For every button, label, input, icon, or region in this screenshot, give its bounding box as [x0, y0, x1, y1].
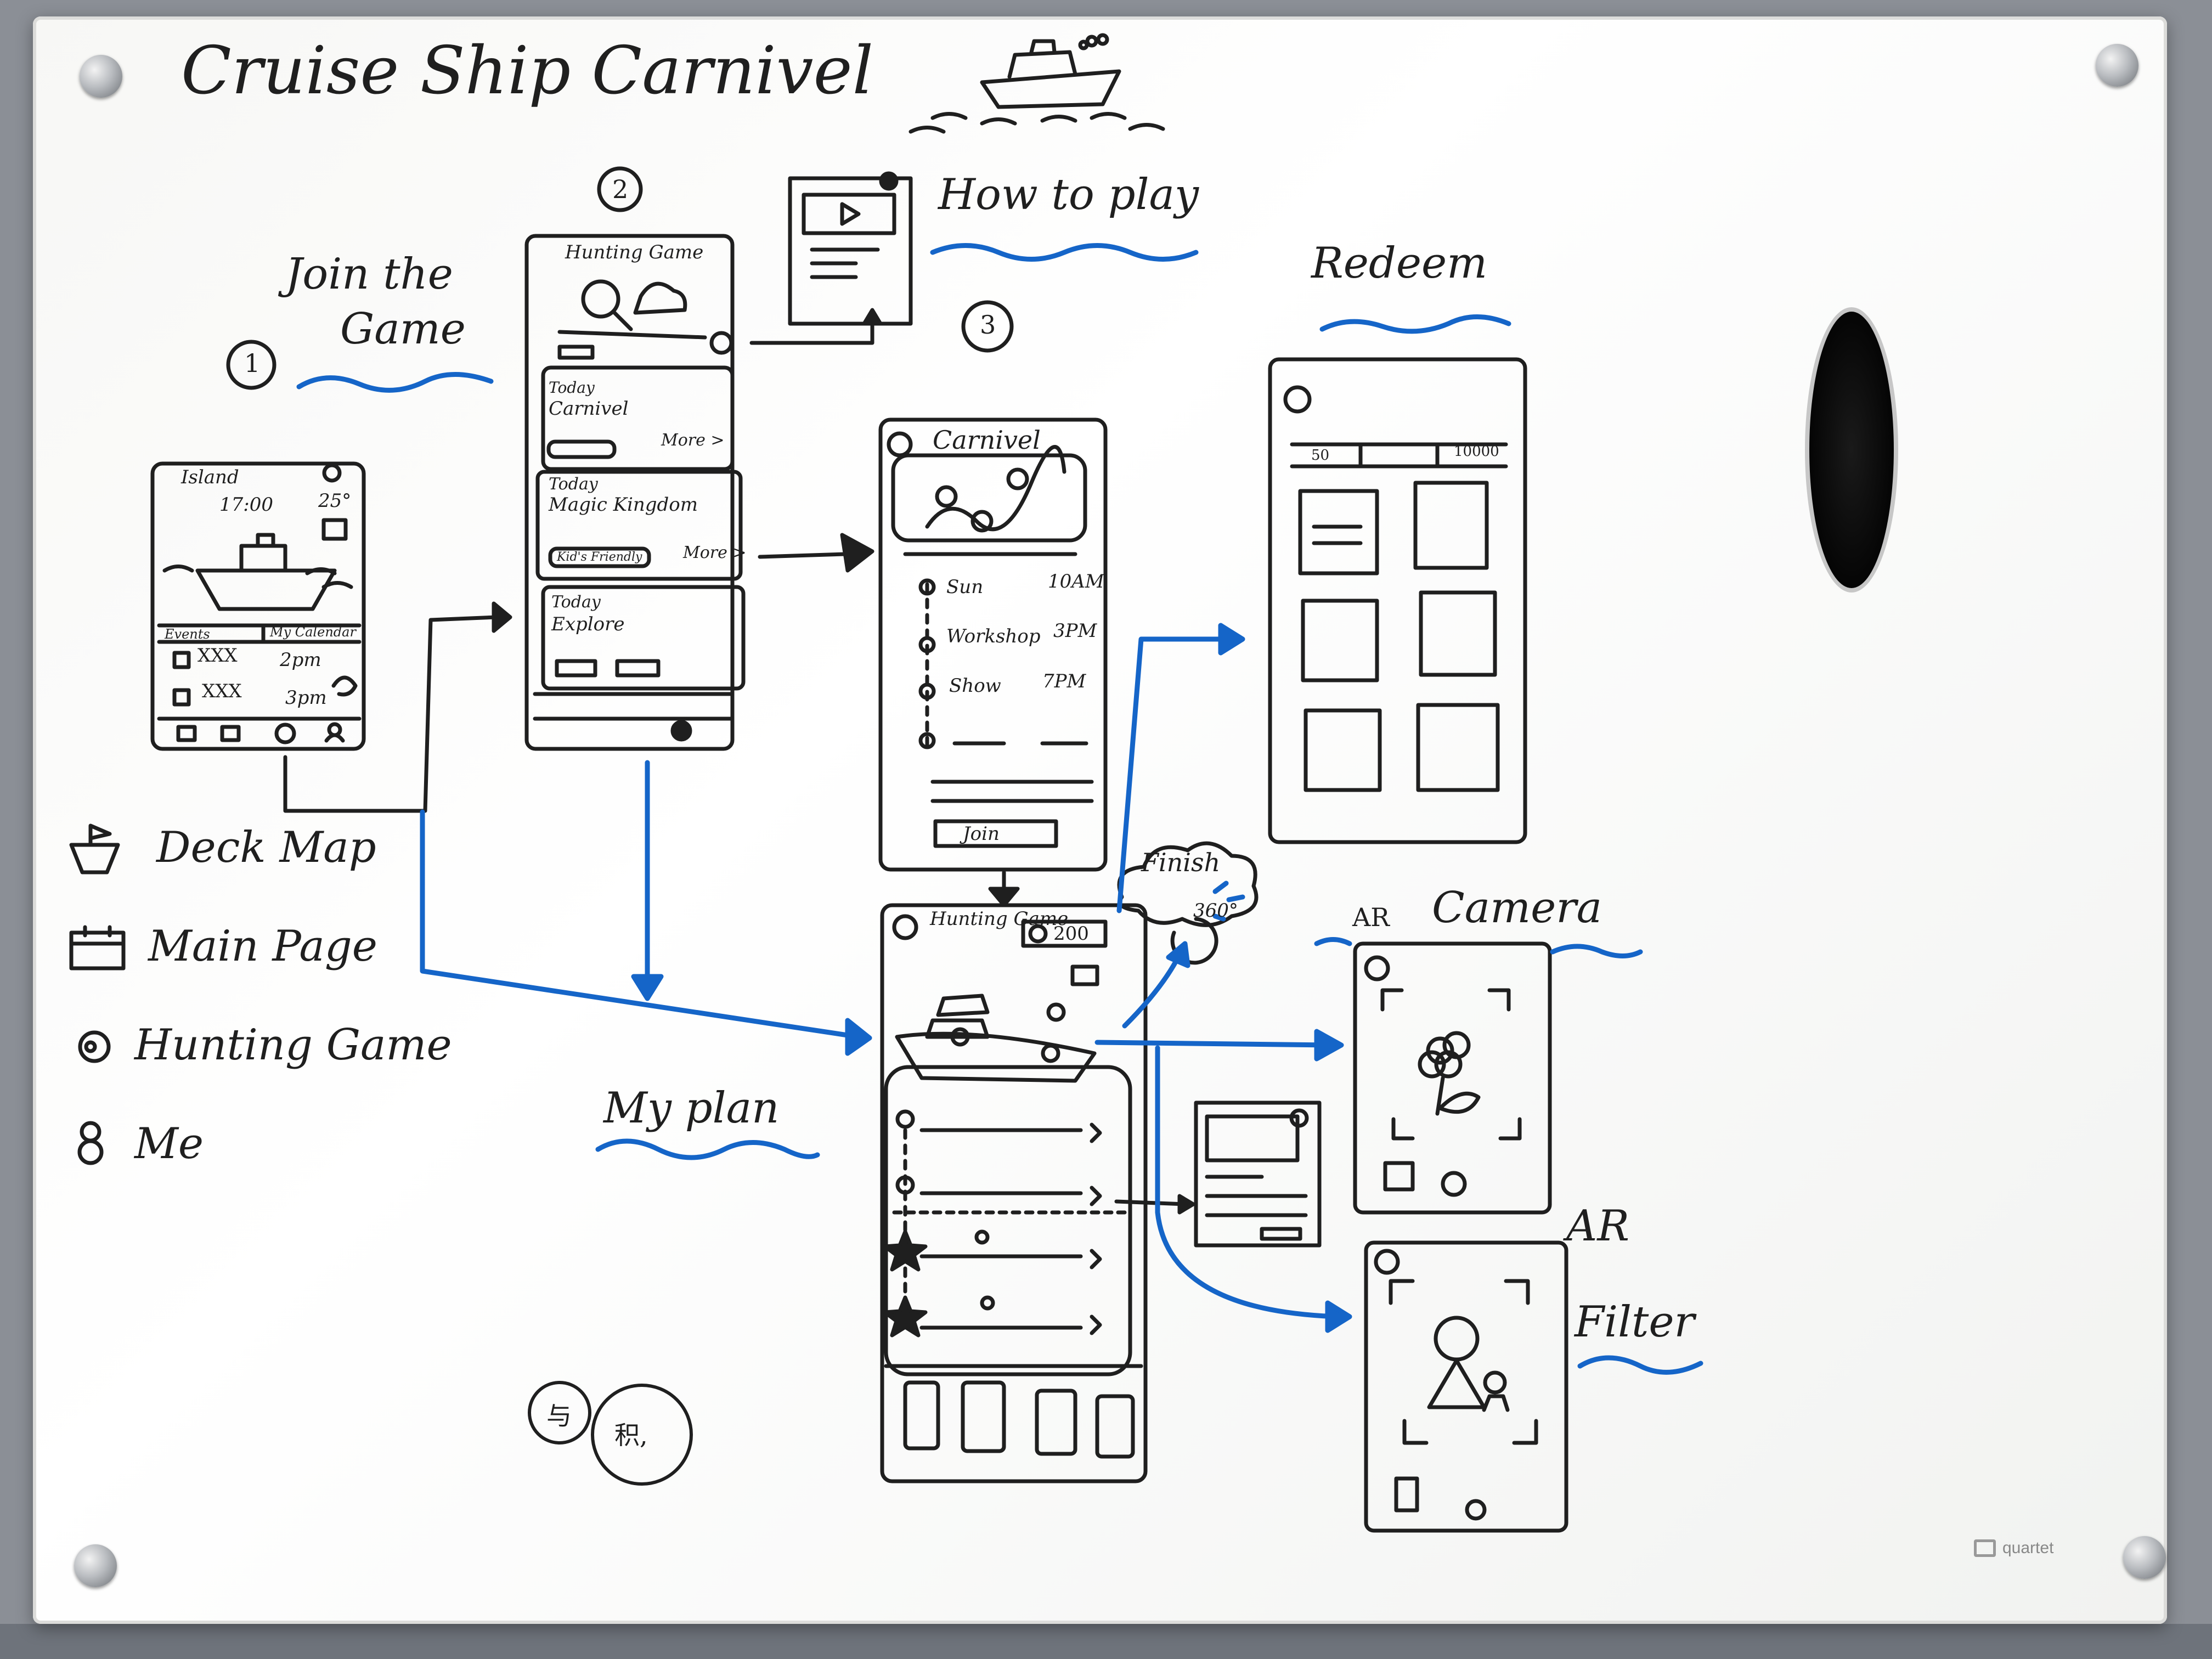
how-to-play-frame — [790, 173, 911, 324]
heading-redeem: Redeem — [1311, 239, 1487, 288]
schedule-1-name: Sun — [946, 576, 983, 598]
screen2-card2-tag: Kid's Friendly — [557, 550, 642, 564]
brand-label: quartet — [2002, 1539, 2053, 1558]
heading-my-plan: My plan — [603, 1084, 779, 1133]
screen1-tab-calendar: My Calendar — [270, 624, 356, 640]
step3-number: 3 — [980, 310, 996, 340]
screen1-row2-time: 3pm — [285, 687, 327, 709]
chinese-char-2: 积, — [614, 1415, 648, 1452]
heading-ar-filter-line2: Filter — [1575, 1297, 1695, 1347]
info-card-frame — [1196, 1103, 1319, 1245]
screen3-header: Carnivel — [933, 425, 1041, 455]
screen2-header: Hunting Game — [565, 241, 703, 263]
redeem-right-value: 10000 — [1454, 443, 1499, 460]
flow-arrows-black — [285, 310, 1193, 1212]
join-button[interactable]: Join — [963, 823, 1000, 845]
schedule-1-time: 10AM — [1048, 571, 1104, 592]
screen1-time: 17:00 — [219, 494, 273, 516]
legend-icons — [71, 826, 123, 1163]
screen2-card1-label: Today — [549, 379, 595, 397]
heading-ar-camera-prefix: AR — [1352, 902, 1390, 932]
heading-join-line1: Join the — [285, 250, 453, 299]
hunting-screen-frame — [882, 905, 1146, 1481]
screen2-card1-title: Carnivel — [549, 398, 629, 420]
schedule-3-time: 7PM — [1042, 670, 1086, 692]
title-ship-doodle — [911, 35, 1163, 132]
heading-ar-filter-line1: AR — [1566, 1201, 1629, 1251]
heading-how-to-play: How to play — [938, 170, 1199, 219]
ar-camera-frame — [1355, 944, 1550, 1212]
screen2-card2-title: Magic Kingdom — [549, 494, 698, 516]
board-title: Cruise Ship Carnivel — [181, 33, 873, 109]
screen1-row1-name: XXX — [198, 645, 238, 667]
legend-hunting-game: Hunting Game — [134, 1020, 452, 1070]
screen2-card2-more: More > — [683, 543, 747, 562]
hunting-points: 200 — [1053, 923, 1089, 945]
heading-ar-camera: Camera — [1432, 883, 1602, 933]
screen1-tab-events: Events — [165, 627, 210, 642]
screen1-temp: 25° — [318, 490, 351, 512]
redeem-screen-frame — [1270, 359, 1525, 842]
ar-filter-frame — [1366, 1243, 1566, 1531]
redeem-left-value: 50 — [1311, 447, 1329, 464]
screen1-location: Island — [181, 466, 239, 488]
hunting-screen-header: Hunting Game — [930, 908, 1068, 930]
screen2-card3-label: Today — [551, 592, 601, 612]
schedule-2-time: 3PM — [1053, 620, 1097, 642]
screen2-card2-label: Today — [549, 475, 598, 494]
finish-label: Finish — [1141, 848, 1220, 877]
legend-main-page: Main Page — [148, 922, 377, 971]
screen1-row1-time: 2pm — [280, 649, 321, 671]
schedule-2-name: Workshop — [946, 625, 1041, 647]
heading-join-line2: Game — [340, 304, 466, 354]
chinese-char-1: 与 — [546, 1396, 572, 1432]
step2-number: 2 — [612, 174, 628, 204]
legend-deck-map: Deck Map — [156, 823, 376, 872]
schedule-3-name: Show — [949, 675, 1001, 697]
legend-me: Me — [134, 1119, 204, 1169]
finish-360-label: 360° — [1193, 900, 1238, 922]
quartet-logo-icon — [1974, 1539, 1996, 1557]
step1-number: 1 — [244, 348, 260, 378]
screen2-card3-title: Explore — [551, 613, 624, 635]
flow-arrows-blue — [299, 246, 1701, 1373]
screen2-card1-more: More > — [661, 431, 725, 450]
screen1-row2-name: XXX — [202, 680, 242, 702]
